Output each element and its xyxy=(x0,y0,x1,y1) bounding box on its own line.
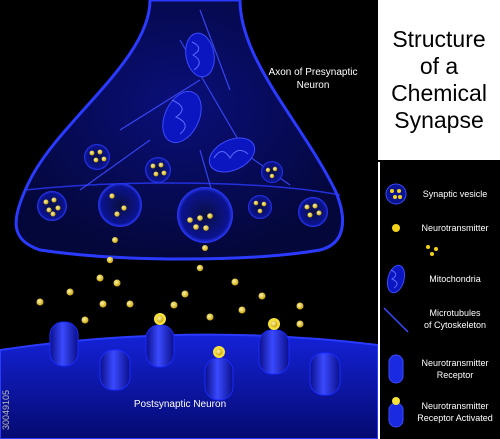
legend-item-synaptic-vesicle: Synaptic vesicle xyxy=(380,177,500,211)
neurotransmitter-dots-icon xyxy=(426,245,438,256)
neurotransmitter-receptor-activated xyxy=(258,318,290,375)
watermark: 30049105 xyxy=(1,330,13,430)
legend: Synaptic vesicle Neurotransmitter Mitoch… xyxy=(378,162,500,439)
mitochondrion xyxy=(185,32,215,78)
neurotransmitter-receptor xyxy=(309,352,341,396)
neurotransmitter-cloud xyxy=(36,237,304,328)
diagram-canvas xyxy=(0,0,378,439)
title-line: Synapse xyxy=(394,107,484,133)
legend-label: Neurotransmitter xyxy=(421,223,489,233)
synaptic-vesicle xyxy=(248,195,272,219)
receptor-icon xyxy=(388,354,404,384)
mitochondrion xyxy=(208,137,256,173)
neurotransmitter-receptor xyxy=(99,349,131,391)
legend-item-neurotransmitter: Neurotransmitter xyxy=(380,211,500,245)
receptor-activated-icon xyxy=(388,397,404,428)
synaptic-vesicle xyxy=(177,187,233,243)
legend-label: Synaptic vesicle xyxy=(422,189,488,199)
synaptic-vesicle-icon xyxy=(385,183,407,205)
title-line: of a xyxy=(419,53,459,79)
synaptic-vesicle xyxy=(98,183,142,227)
synaptic-vesicle xyxy=(298,197,328,227)
legend-label: Mitochondria xyxy=(429,274,481,284)
legend-item-mitochondria: Mitochondria xyxy=(380,262,500,296)
mitochondrion xyxy=(162,90,202,144)
axon-label: Axon of Presynaptic Neuron xyxy=(258,66,368,92)
synaptic-vesicle xyxy=(261,161,283,183)
neurotransmitter-receptor xyxy=(49,321,79,367)
title-line: Structure xyxy=(392,26,486,52)
mitochondria-icon xyxy=(386,264,406,294)
neurotransmitter-receptor-activated xyxy=(204,346,234,401)
title-line: Chemical xyxy=(391,80,487,106)
synaptic-vesicle xyxy=(145,157,171,183)
synaptic-vesicle xyxy=(84,144,110,170)
axon-label-line: Neuron xyxy=(296,80,330,91)
postsynaptic-label: Postsynaptic Neuron xyxy=(133,399,227,410)
neurotransmitter-icon xyxy=(392,224,400,232)
neurotransmitter-receptor-activated xyxy=(145,313,175,368)
axon-label-line: Axon of Presynaptic xyxy=(268,67,358,78)
synaptic-vesicle xyxy=(37,191,67,221)
watermark-text: 30049105 xyxy=(1,389,11,430)
microtubule-icon xyxy=(383,307,409,333)
title-panel: Structure of a Chemical Synapse xyxy=(378,0,500,160)
legend-item-neurotransmitter-dots xyxy=(380,233,500,267)
